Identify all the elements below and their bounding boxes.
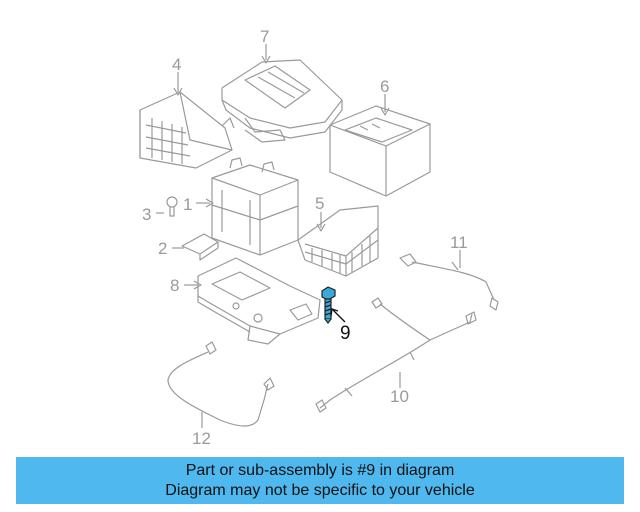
arrow-1 xyxy=(205,198,214,208)
arrow-7 xyxy=(261,55,271,64)
part-3-clip xyxy=(166,196,178,217)
part-4-heat-shield xyxy=(139,91,235,169)
callout-12: 12 xyxy=(192,429,211,448)
part-12-cable xyxy=(167,341,275,427)
callout-11: 11 xyxy=(450,233,468,252)
part-6-battery-box xyxy=(329,105,431,197)
callout-3: 3 xyxy=(142,205,151,224)
arrow-9 xyxy=(330,308,339,317)
arrow-4 xyxy=(173,87,183,96)
part-5-basket xyxy=(297,205,379,277)
leader-9 xyxy=(332,309,346,323)
banner-line-part: Part or sub-assembly is #9 in diagram xyxy=(185,462,455,479)
parts-diagram: 4 7 6 1 3 2 5 8 9 11 10 12 xyxy=(139,27,499,448)
callout-1: 1 xyxy=(183,195,192,214)
part-9-bolt xyxy=(321,286,336,324)
arrow-5 xyxy=(316,223,326,232)
callout-8: 8 xyxy=(170,276,179,295)
part-7-battery-cover xyxy=(221,59,343,143)
callout-5: 5 xyxy=(315,194,324,213)
part-1-battery xyxy=(211,157,299,256)
part-2-bracket xyxy=(181,233,219,261)
info-banner: Part or sub-assembly is #9 in diagram Di… xyxy=(16,457,624,504)
callout-2: 2 xyxy=(158,239,167,258)
callout-4: 4 xyxy=(172,55,181,74)
callout-6: 6 xyxy=(380,77,389,96)
arrow-6 xyxy=(380,107,390,116)
part-8-tray xyxy=(197,257,321,345)
callout-10: 10 xyxy=(390,387,409,406)
part-10-harness xyxy=(315,297,477,413)
callout-9: 9 xyxy=(340,323,351,344)
banner-line-disclaimer: Diagram may not be specific to your vehi… xyxy=(165,482,475,499)
arrow-8 xyxy=(193,280,202,290)
callout-7: 7 xyxy=(260,27,269,46)
part-11-cable xyxy=(399,253,499,311)
